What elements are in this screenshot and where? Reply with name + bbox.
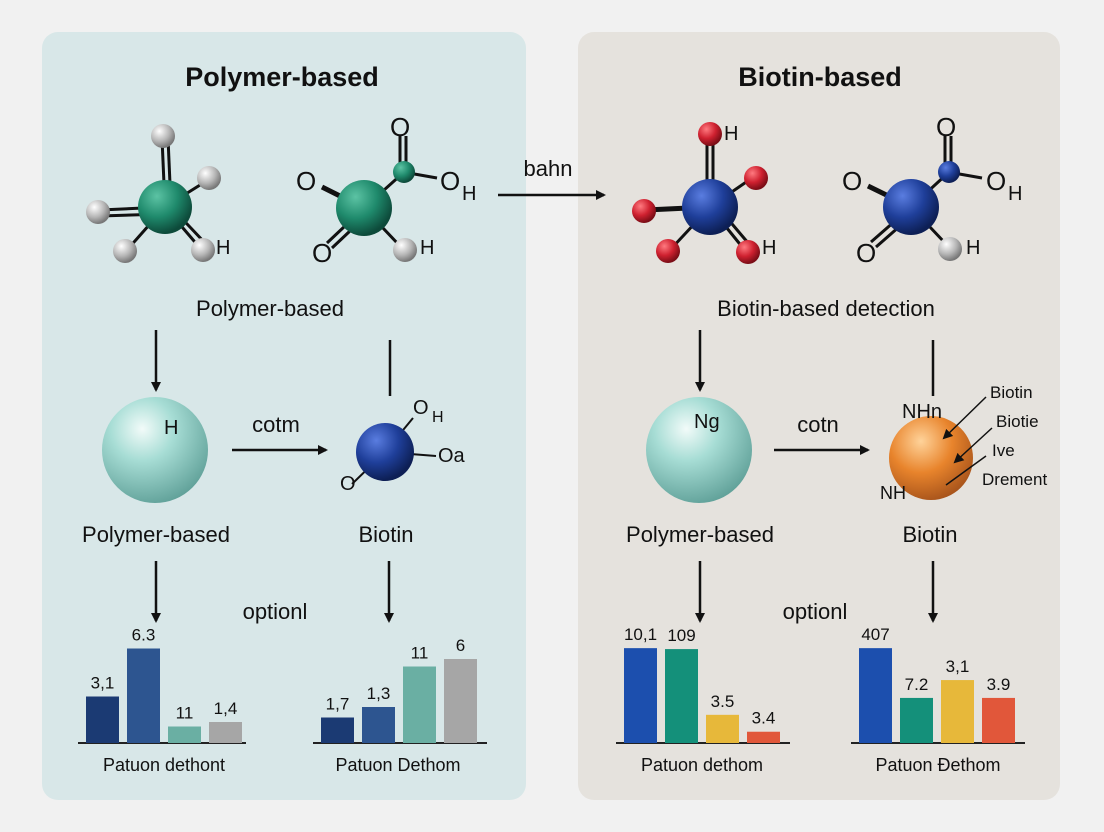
- biotin-molecule-2: [866, 136, 983, 261]
- chart4-data-label-3: 3,1: [946, 657, 970, 676]
- annotation-line-2: [953, 427, 993, 464]
- biotin-oh-o-label: O: [413, 397, 429, 419]
- mol2-o-top-label: O: [390, 112, 411, 142]
- annotation-biotie: Biotie: [996, 412, 1039, 431]
- chart2-bar-4: [444, 659, 477, 743]
- left-molecules-caption: Polymer-based: [196, 296, 344, 321]
- annotation-ive: Ive: [992, 441, 1015, 460]
- chart1-bar-3: [168, 726, 201, 743]
- right-mol1-h-top-label: H: [724, 123, 739, 145]
- right-arrow-label: cotn: [797, 412, 839, 437]
- right-molecules-caption: Biotin-based detection: [717, 296, 935, 321]
- biotin-nhn-label: NHn: [902, 401, 943, 423]
- mol2-o-bottom-label: O: [312, 238, 333, 268]
- polymer-molecule-2: [320, 136, 438, 262]
- chart3-bar-3: [706, 714, 739, 743]
- right-mol2-oh-h-label: H: [1008, 183, 1023, 205]
- chart3-bar-1: [624, 648, 657, 743]
- biotin-molecule-1: [632, 122, 768, 264]
- chart3-data-label-2: 109: [667, 626, 695, 645]
- biotin-oa-label: Oa: [438, 445, 465, 467]
- biotin-based-panel: [578, 32, 1060, 800]
- mol2-o-left-label: O: [296, 166, 317, 196]
- chart3-bar-4: [747, 731, 780, 743]
- chart1-data-label-3: 11: [176, 704, 194, 723]
- chart4-data-label-1: 407: [861, 625, 889, 644]
- chart1-bar-2: [127, 648, 160, 743]
- chart1-bar-1: [86, 696, 119, 743]
- chart2-data-label-4: 6: [456, 636, 465, 655]
- mol1-h-label: H: [216, 237, 231, 259]
- right-mol2-oh-o-label: O: [986, 166, 1007, 196]
- chart1-data-label-1: 3,1: [91, 674, 115, 693]
- annotation-line-3: [945, 455, 987, 486]
- chart4-data-label-2: 7.2: [905, 675, 929, 694]
- biotin-nh-label: NH: [880, 483, 906, 503]
- right-sphere-caption: Polymer-based: [626, 522, 774, 547]
- chart4-bar-4: [982, 697, 1015, 743]
- polymer-molecule-1: [86, 124, 221, 263]
- polymer-sphere: [102, 397, 208, 503]
- annotation-line-1: [942, 396, 987, 440]
- chart1-data-label-4: 1,4: [214, 699, 238, 718]
- chart3-xlabel: Patuon dethom: [640, 755, 764, 775]
- chart4-xlabel: Patuon Đethom: [875, 755, 1001, 775]
- chart3-data-label-1: 10,1: [624, 625, 657, 644]
- chart2-bar-1: [321, 717, 354, 743]
- right-panel-title: Biotin-based: [738, 62, 902, 92]
- chart2-bar-2: [362, 707, 395, 743]
- right-option-label: optionl: [782, 599, 848, 624]
- left-biotin-caption: Biotin: [358, 522, 414, 547]
- left-panel-title: Polymer-based: [185, 62, 379, 92]
- center-arrow-label: bahn: [523, 156, 573, 181]
- biotin-o-label: O: [340, 473, 356, 495]
- annotation-biotin: Biotin: [990, 383, 1033, 402]
- biotin-small-molecule: [351, 417, 437, 485]
- right-mol1-h-bottom-label: H: [762, 237, 777, 259]
- right-polymer-sphere: [646, 397, 752, 503]
- chart3-data-label-3: 3.5: [711, 692, 735, 711]
- chart3-data-label-4: 3.4: [752, 709, 776, 728]
- biotin-oh-h-label: H: [432, 409, 444, 426]
- chart2-data-label-1: 1,7: [326, 695, 350, 714]
- right-sphere-label: Ng: [694, 411, 720, 433]
- chart1-data-label-2: 6.3: [132, 626, 156, 645]
- chart1-bar-4: [209, 722, 242, 743]
- right-mol2-h-label: H: [966, 237, 981, 259]
- chart4-bar-1: [859, 648, 892, 743]
- chart1-xlabel: Patuon dethont: [102, 755, 226, 775]
- chart3-bar-2: [665, 649, 698, 743]
- annotation-drement: Drement: [982, 470, 1048, 489]
- right-mol2-o-bottom-label: O: [856, 238, 877, 268]
- chart2-bar-3: [403, 666, 436, 743]
- bar-charts: 3,1 6.3 11 1,4 1,7 1,3 11 6 10,1 109 3.5 3.4 407 7.2 3…: [78, 625, 1025, 744]
- right-mol2-o-top-label: O: [936, 112, 957, 142]
- left-arrow-label: cotm: [252, 412, 300, 437]
- left-option-label: optionl: [242, 599, 308, 624]
- left-sphere-caption: Polymer-based: [82, 522, 230, 547]
- mol2-oh-o-label: O: [440, 166, 461, 196]
- chart2-xlabel: Patuon Dethom: [335, 755, 461, 775]
- chart2-data-label-3: 11: [411, 644, 429, 663]
- right-mol2-o-left-label: O: [842, 166, 863, 196]
- chart2-data-label-2: 1,3: [367, 684, 391, 703]
- chart4-data-label-4: 3.9: [987, 675, 1011, 694]
- polymer-sphere-label: H: [164, 417, 179, 439]
- mol2-h-label: H: [420, 237, 435, 259]
- mol2-oh-h-label: H: [462, 183, 477, 205]
- chart4-bar-3: [941, 680, 974, 743]
- chart4-bar-2: [900, 697, 933, 743]
- right-biotin-caption: Biotin: [902, 522, 958, 547]
